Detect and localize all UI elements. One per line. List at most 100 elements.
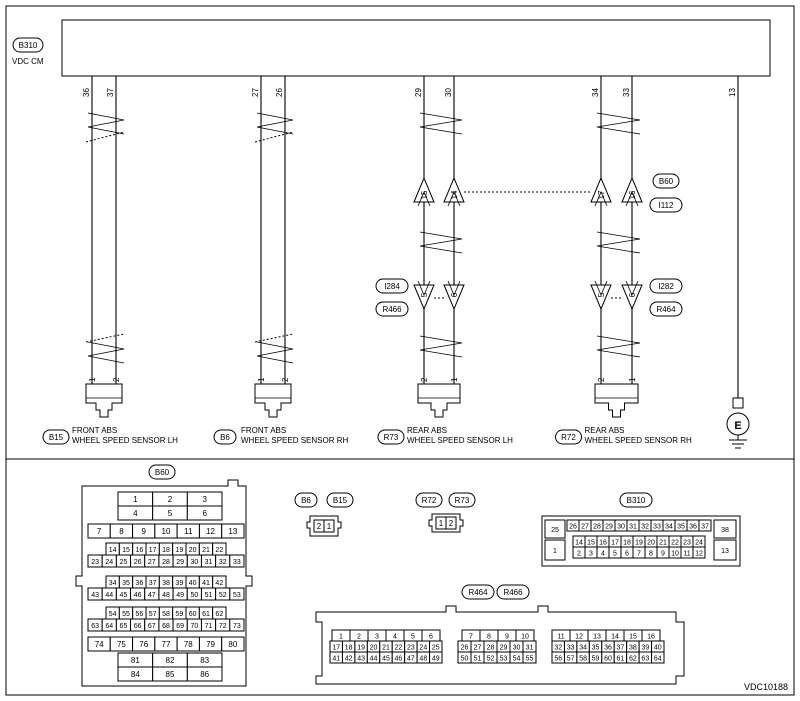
b310-row3-pin-8: 8	[649, 551, 653, 558]
sensor-b15-tag-oval	[42, 429, 70, 445]
b60-row11-pin-83: 83	[200, 656, 209, 665]
wire-pin-34: 34	[591, 88, 600, 97]
tag-i282-text: I282	[658, 282, 674, 291]
tag-r466-text: R466	[382, 305, 402, 314]
b60-row7-pin-45: 45	[120, 592, 128, 599]
tag-r466-connector-oval	[496, 584, 530, 600]
junction-b60-pin-15-inner	[417, 190, 431, 207]
tag-r73-connector-text: R73	[455, 496, 470, 505]
tag-b60-connector-text: B60	[155, 468, 170, 477]
coil-upper-front-1	[256, 112, 294, 135]
r464-g1-row1-pin-2: 2	[357, 634, 361, 641]
tag-r464-text: R464	[656, 305, 676, 314]
diagram-frame	[5, 5, 795, 696]
tag-b15-connector-text: B15	[333, 496, 348, 505]
r464-g1-row3-pin-47: 47	[407, 656, 415, 663]
vdc-cm-label: VDC CM	[12, 57, 44, 66]
vdc-control-module	[61, 19, 771, 77]
b60-row8-pin-55: 55	[122, 611, 130, 618]
r464-g3-row3-cell-64	[651, 651, 665, 664]
junction-b60-pin-17	[590, 176, 612, 203]
r464-g1-row2-pin-18: 18	[345, 645, 353, 652]
junction-b60-pin-15	[413, 176, 435, 203]
sensor-b6-name-2: WHEEL SPEED SENSOR RH	[241, 436, 349, 445]
b310-row2-pin-22: 22	[671, 540, 679, 547]
r464-g1-row1-pin-4: 4	[393, 634, 397, 641]
shield-upper-front-1	[254, 131, 294, 143]
b310-row1-pin-34: 34	[665, 524, 673, 531]
b60-row6-pin-36: 36	[135, 580, 143, 587]
tag-r466-connector-text: R466	[503, 588, 523, 597]
b60-row7-cell-53	[229, 587, 245, 601]
ground: E	[726, 397, 750, 449]
tag-b15-connector: B15	[326, 492, 354, 508]
b60-row5-pin-23: 23	[91, 559, 99, 566]
b60-row9-pin-72: 72	[219, 623, 227, 630]
r464-g3-row3-pin-60: 60	[604, 656, 612, 663]
tag-i284-oval	[375, 278, 409, 294]
b60-row4-pin-22: 22	[215, 547, 223, 554]
sensor-b15-name-1: FRONT ABS	[72, 426, 117, 435]
b60-row8-pin-61: 61	[202, 611, 210, 618]
r464-g3-row3-pin-56: 56	[554, 656, 562, 663]
tag-r72-connector: R72	[415, 492, 443, 508]
r464-g2-row3-cell-55	[522, 651, 537, 664]
b60-row2-cell-6	[186, 505, 223, 521]
r464-g1-row3-cell-49	[429, 651, 443, 664]
r464-g1-row3-pin-46: 46	[395, 656, 403, 663]
r464-g2-row1-pin-7: 7	[469, 634, 473, 641]
coil-upper-rear-0	[419, 112, 463, 135]
coil-mid-rear-1	[596, 231, 641, 254]
junction-b60-pin-14	[443, 176, 465, 203]
junction-b60-pin-17-pin: 17	[597, 190, 606, 199]
b60-row4-pin-21: 21	[202, 547, 210, 554]
junction-i284-pin-6	[443, 284, 465, 311]
r464-g3-row3-pin-63: 63	[641, 656, 649, 663]
b60-row8-pin-60: 60	[189, 611, 197, 618]
b60-row10-cell-80	[221, 636, 245, 652]
junction-i284-pin-5	[413, 284, 435, 311]
b310-row2-pin-15: 15	[587, 540, 595, 547]
sensor-b6-body	[254, 383, 292, 418]
b60-row5-pin-30: 30	[190, 559, 198, 566]
b310-row1-cell-37	[698, 519, 712, 532]
r464-g1-row1-pin-1: 1	[339, 634, 343, 641]
b60-row4-pin-16: 16	[135, 547, 143, 554]
b6-b15-pin-1: 1	[327, 522, 332, 531]
b60-row3-pin-7: 7	[97, 527, 102, 536]
r464-g3-row3-pin-57: 57	[567, 656, 575, 663]
sensor-r73-tag-text: R73	[384, 433, 399, 442]
r464-g3-row2-pin-34: 34	[579, 645, 587, 652]
b60-row4-pin-19: 19	[175, 547, 183, 554]
b310-row1-pin-32: 32	[641, 524, 649, 531]
b60-row1-pin-2: 2	[168, 495, 173, 504]
wire-pin-30: 30	[444, 88, 453, 97]
b60-row3-pin-8: 8	[119, 527, 124, 536]
tag-r466-oval	[375, 301, 409, 317]
b60-row3-pin-13: 13	[228, 527, 237, 536]
r464-g3-row2-pin-39: 39	[641, 645, 649, 652]
b60-row10-pin-75: 75	[117, 640, 126, 649]
tag-r73-connector: R73	[448, 492, 476, 508]
sensor-r72-name-1: REAR ABS	[585, 426, 625, 435]
r464-g3-row3-pin-64: 64	[654, 656, 662, 663]
b60-row8-pin-54: 54	[109, 611, 117, 618]
vdc-cm-tag: B310	[12, 37, 44, 53]
b60-row9-pin-67: 67	[148, 623, 156, 630]
b60-row12-pin-86: 86	[200, 670, 209, 679]
junction-i282-pin-5-inner	[594, 280, 608, 297]
b60-row2-pin-5: 5	[168, 509, 173, 518]
shield-lower-front-0	[85, 333, 125, 343]
junction-i282-pin-5	[590, 284, 612, 311]
sensor-r73-pin-b: 1	[450, 377, 459, 382]
b310-row3-pin-5: 5	[613, 551, 617, 558]
wire-pin-36: 36	[82, 88, 91, 97]
b310-cell-38	[713, 519, 737, 539]
vdc-tag-b310: B310	[12, 37, 44, 53]
junction-b60-pin-17-inner	[594, 190, 608, 207]
sensor-r73-body	[417, 383, 461, 418]
b310-row3-pin-2: 2	[577, 551, 581, 558]
r464-g2-row2-pin-26: 26	[461, 645, 469, 652]
